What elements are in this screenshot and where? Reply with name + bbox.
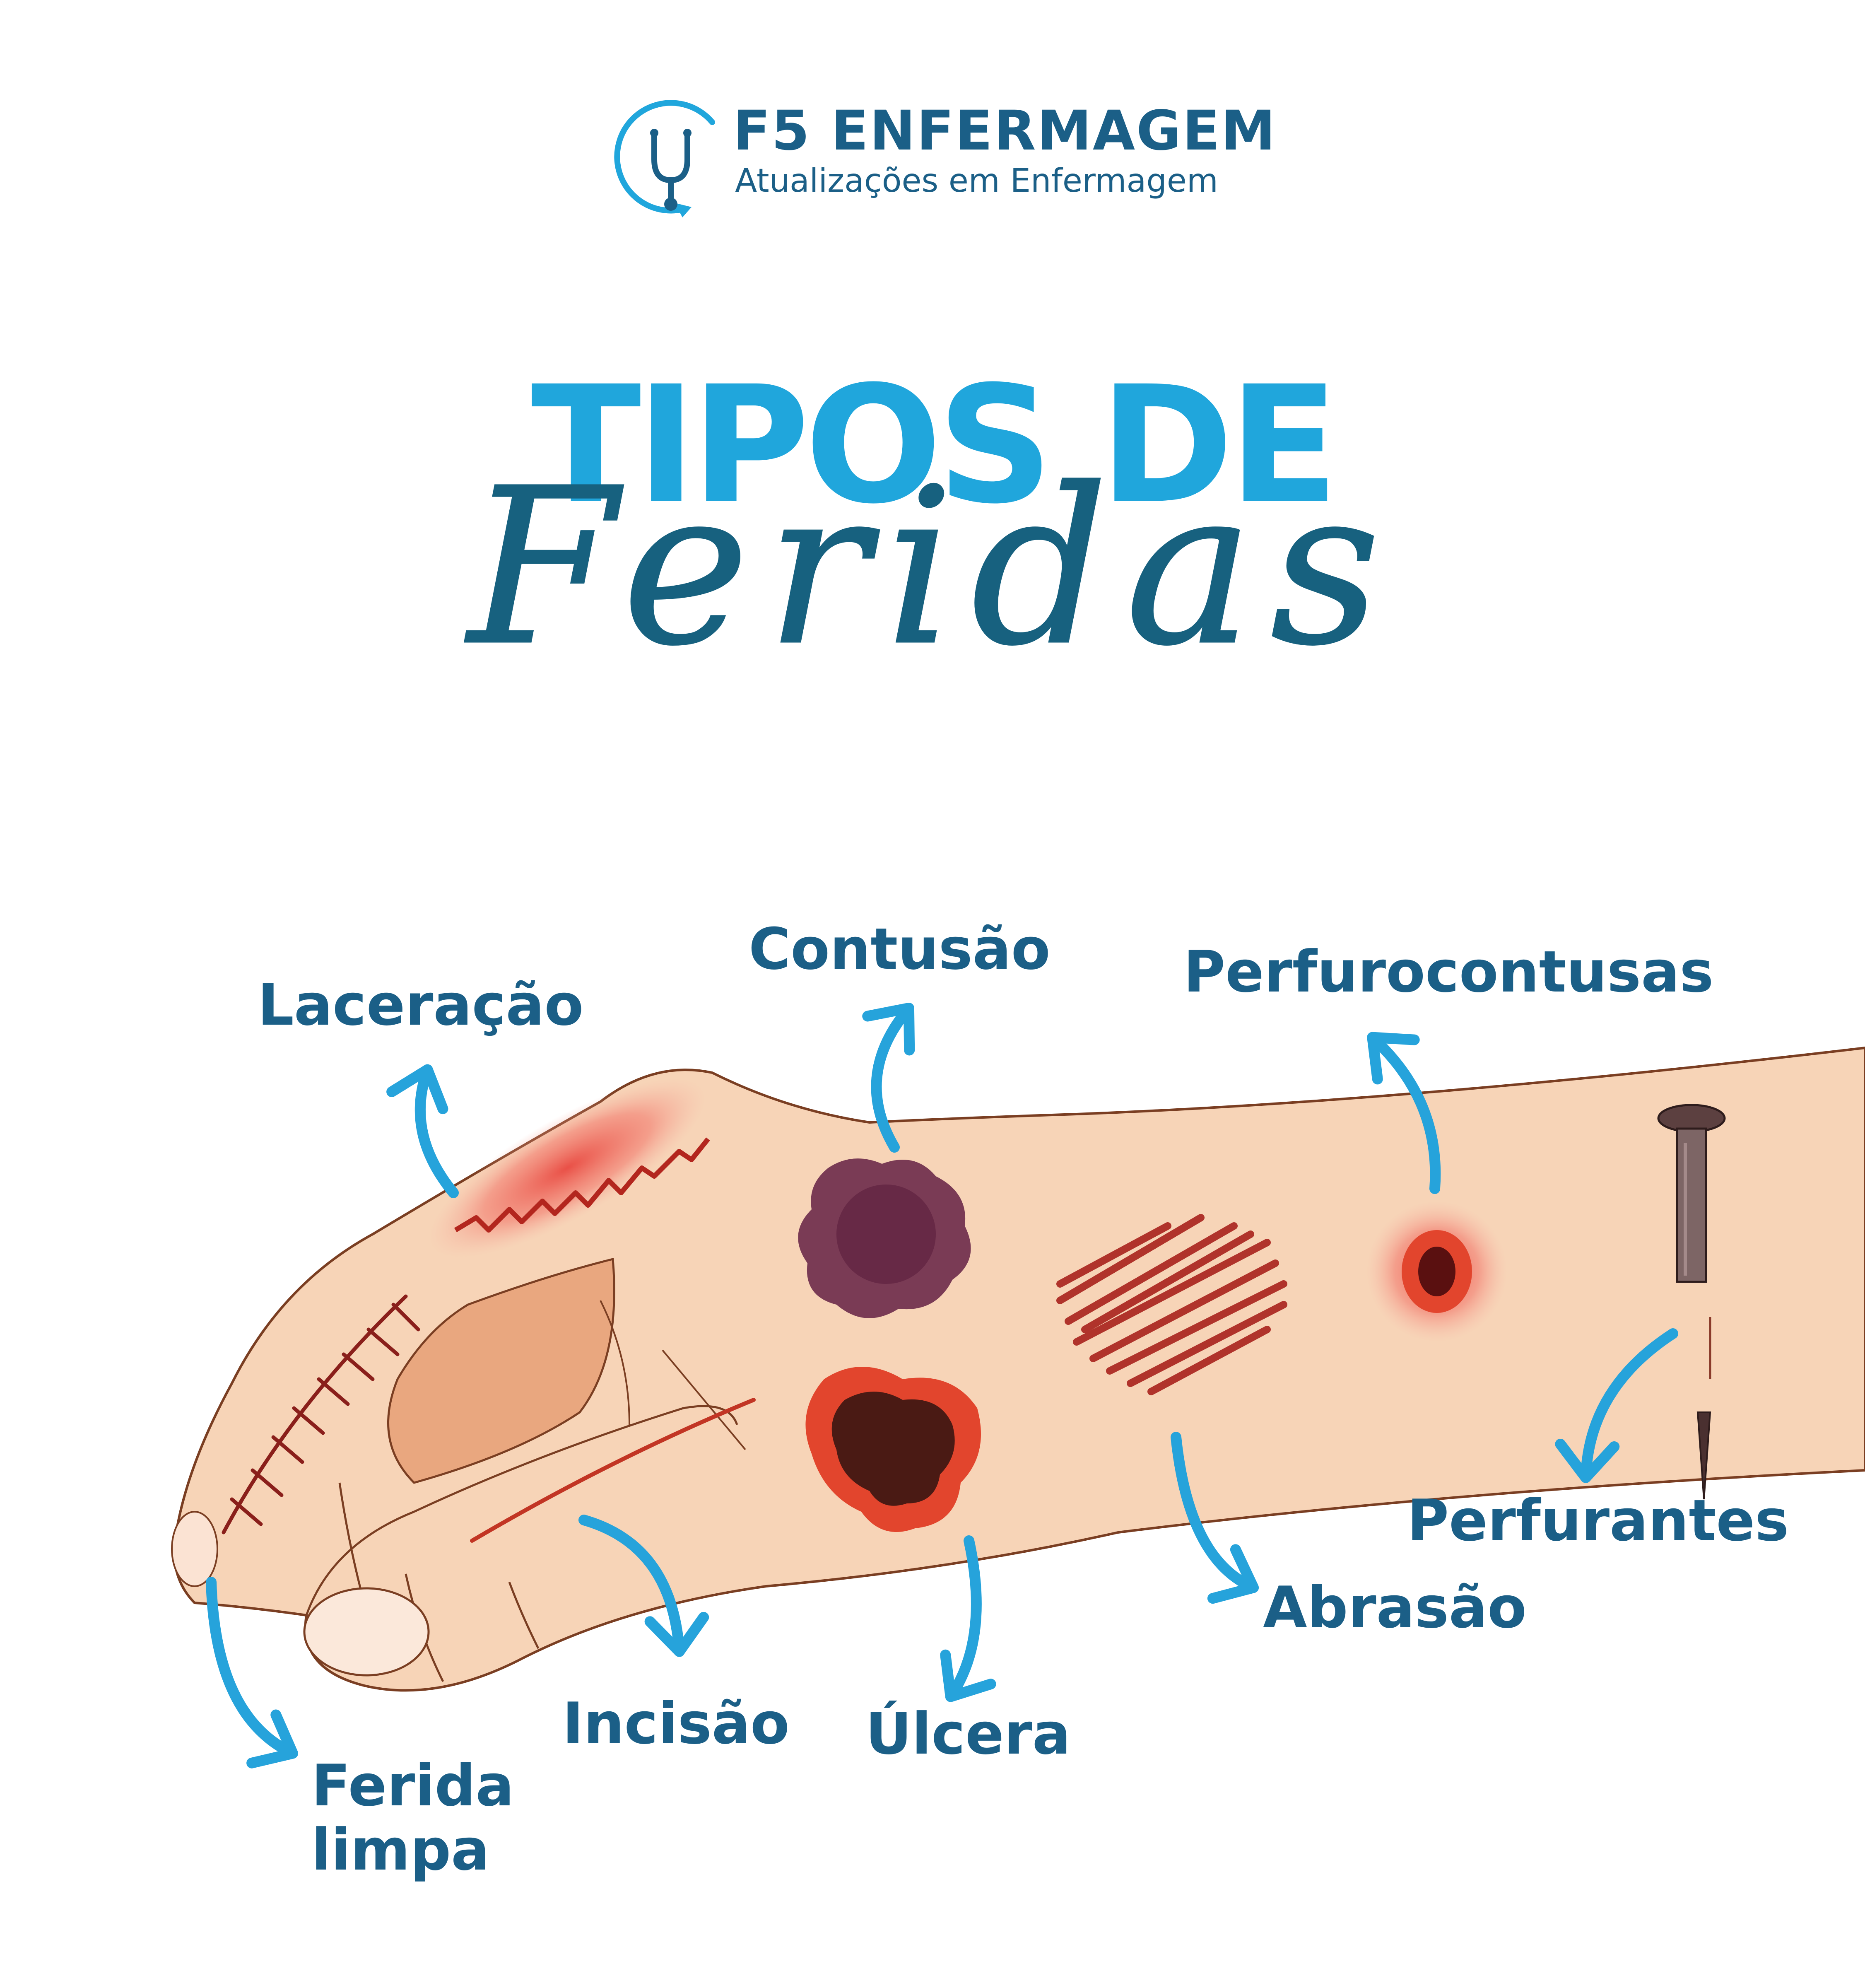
label-ulcera: Úlcera [865,1701,1071,1767]
contusion-bruise [798,1158,971,1318]
arrow-perfurocontusas [1367,1032,1441,1194]
laceration-wound [429,1078,710,1258]
arrow-laceracao [386,1064,459,1198]
wound-types-illustration [171,1002,1865,1768]
arrow-ferida-limpa [206,1577,298,1768]
arrow-abrasao [1171,1432,1259,1604]
label-ferida-limpa-line2: limpa [311,1816,490,1883]
ulcer-wound [805,1367,981,1532]
brand-tagline: Atualizações em Enfermagem [735,162,1218,200]
arrow-ulcera [940,1535,996,1702]
abrasion-wound [1056,1214,1287,1395]
incision-wound [470,1398,756,1543]
arrow-contusao [862,1002,915,1153]
label-ferida-limpa-line1: Ferida [311,1752,514,1819]
nail-puncture-wound [1657,1104,1726,1500]
label-contusao: Contusão [749,916,1051,982]
label-laceracao: Laceração [258,972,584,1038]
page-title: TIPOS DE [531,351,1339,539]
sutured-clean-wound [222,1294,420,1534]
arrow-incisao [578,1515,709,1657]
arrow-perfurantes [1555,1328,1678,1483]
perforating-contusion-wound [1366,1201,1507,1342]
label-abrasao: Abrasão [1263,1574,1527,1641]
brand-name: F5 ENFERMAGEM [733,99,1277,163]
stethoscope-logo-icon [614,100,715,217]
page-title-script: Feridas [467,442,1398,693]
label-ferida-limpa: Ferida limpa [311,1754,514,1882]
label-incisao: Incisão [562,1690,790,1757]
label-perfurantes: Perfurantes [1407,1487,1789,1554]
label-perfurocontusas: Perfurocontusas [1183,939,1714,1005]
